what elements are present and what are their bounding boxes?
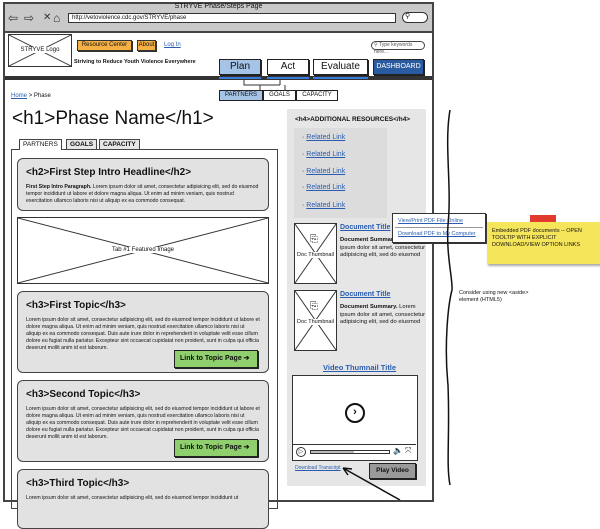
subnav-connector — [243, 79, 286, 90]
fullscreen-icon[interactable]: ⤧ — [405, 446, 412, 455]
featured-image: Tab #1 Featured Image — [17, 217, 269, 284]
stop-icon[interactable]: ✕ — [43, 12, 52, 23]
doc-thumbnail[interactable]: ⎘ Doc Thumbnail — [294, 223, 337, 284]
topic-link-button[interactable]: Link to Topic Page ➔ — [174, 439, 258, 457]
search-icon: ⚲ — [374, 42, 378, 48]
doc-thumbnail-label: Doc Thumbnail — [296, 319, 335, 325]
video-progress-bar[interactable] — [310, 450, 390, 454]
topic-text: Lorem ipsum dolor sit amet, consectetur … — [26, 406, 260, 440]
doc-title-link[interactable]: Document Title — [340, 224, 391, 231]
topic-heading: <h3>Second Topic</h3> — [26, 389, 141, 400]
intro-heading: <h2>First Step Intro Headline</h2> — [26, 167, 192, 178]
subtab-partners[interactable]: PARTNERS — [219, 90, 263, 101]
topic-heading: <h3>Third Topic</h3> — [26, 478, 130, 489]
back-icon[interactable]: ⇦ — [8, 11, 19, 25]
doc-summary: Document Summary. Lorem ipsum dolor sit … — [340, 304, 426, 325]
page-title: <h1>Phase Name</h1> — [12, 108, 214, 129]
nav-underline — [219, 77, 261, 79]
tab-goals[interactable]: GOALS — [66, 139, 98, 150]
home-icon[interactable]: ⌂ — [53, 11, 61, 25]
window-title: STRYVE Phase/Steps Page — [174, 3, 263, 10]
about-button[interactable]: About — [137, 40, 156, 51]
doc-thumbnail[interactable]: ⎘ Doc Thumbnail — [294, 290, 337, 351]
topic-card: <h3>Third Topic</h3> Lorem ipsum dolor s… — [17, 469, 269, 529]
related-link[interactable]: · Related Link — [302, 184, 346, 191]
related-link[interactable]: · Related Link — [302, 202, 346, 209]
related-link[interactable]: · Related Link — [302, 134, 346, 141]
play-video-button[interactable]: Play Video — [369, 463, 416, 479]
video-controls — [293, 444, 416, 460]
pdf-icon: ⎘ — [310, 301, 318, 312]
intro-card: <h2>First Step Intro Headline</h2> First… — [17, 158, 269, 211]
site-search-input[interactable]: ⚲ Type keywords here... — [371, 41, 425, 55]
search-placeholder: Type keywords here... — [374, 42, 413, 55]
search-icon: ⚲ — [405, 13, 411, 20]
doc-thumbnail-label: Doc Thumbnail — [296, 252, 335, 258]
annotation-brace-and-arrow — [342, 109, 453, 500]
topic-heading: <h3>First Topic</h3> — [26, 300, 126, 311]
sticky-note: Embedded PDF documents -- OPEN TOOLTIP W… — [487, 222, 600, 264]
breadcrumb: Home > Phase — [11, 93, 51, 99]
volume-icon[interactable]: 🔈 — [393, 446, 403, 455]
sidebar-heading: <h4>ADDITIONAL RESOURCES</h4> — [295, 116, 411, 123]
nav-act[interactable]: Act — [267, 59, 309, 75]
play-icon[interactable]: ▷ — [296, 447, 306, 457]
featured-image-label: Tab #1 Featured Image — [110, 247, 176, 253]
nav-plan[interactable]: Plan — [219, 59, 261, 75]
video-player[interactable]: › ▷ 🔈 ⤧ — [292, 375, 418, 461]
play-overlay-icon[interactable]: › — [345, 403, 365, 423]
forward-icon[interactable]: ⇨ — [24, 11, 35, 25]
related-link[interactable]: · Related Link — [302, 151, 346, 158]
breadcrumb-current: Phase — [33, 93, 51, 99]
tab-capacity[interactable]: CAPACITY — [99, 139, 140, 150]
doc-title-link[interactable]: Document Title — [340, 291, 391, 298]
tagline: Striving to Reduce Youth Violence Everyw… — [74, 59, 196, 65]
sticky-tape — [530, 215, 556, 222]
nav-dashboard[interactable]: DASHBOARD — [373, 59, 424, 75]
video-title-link[interactable]: Video Thumnail Title — [323, 363, 397, 372]
topic-text: Lorem ipsum dolor sit amet, consectetur … — [26, 317, 260, 351]
login-link[interactable]: Log In — [164, 42, 181, 48]
nav-underline — [267, 77, 309, 79]
nav-underline — [313, 77, 368, 79]
pdf-tooltip: View/Print PDF File Online Download PDF … — [392, 213, 486, 243]
subtab-capacity[interactable]: CAPACITY — [296, 90, 338, 101]
tab-partners[interactable]: PARTNERS — [19, 139, 62, 150]
breadcrumb-home[interactable]: Home — [11, 93, 28, 99]
intro-paragraph: First Step Intro Paragraph. Lorem ipsum … — [26, 184, 260, 205]
topic-card: <h3>First Topic</h3> Lorem ipsum dolor s… — [17, 291, 269, 373]
nav-evaluate[interactable]: Evaluate — [313, 59, 368, 75]
url-bar[interactable]: http://vetoviolence.cdc.gov/STRYVE/phase — [68, 13, 396, 23]
logo[interactable]: STRYVE Logo — [8, 34, 72, 67]
browser-search[interactable]: ⚲ — [402, 12, 428, 23]
resource-center-button[interactable]: Resource Center — [77, 40, 132, 51]
intro-text: Lorem ipsum dolor sit amet, consectetur … — [26, 184, 259, 204]
subtab-goals[interactable]: GOALS — [263, 90, 296, 101]
related-links-box — [294, 128, 387, 218]
intro-lead: First Step Intro Paragraph. — [26, 184, 92, 190]
aside-note: Consider using new <aside> element (HTML… — [459, 290, 529, 303]
download-transcript-link[interactable]: Download Transcript — [295, 465, 341, 471]
nav-bar-divider — [5, 76, 432, 80]
topic-link-button[interactable]: Link to Topic Page ➔ — [174, 350, 258, 368]
view-pdf-link[interactable]: View/Print PDF File Online — [398, 218, 464, 224]
topic-card: <h3>Second Topic</h3> Lorem ipsum dolor … — [17, 380, 269, 462]
topic-text: Lorem ipsum dolor sit amet, consectetur … — [26, 495, 239, 501]
pdf-icon: ⎘ — [310, 234, 318, 245]
breadcrumb-separator: > — [28, 93, 33, 99]
logo-label: STRYVE Logo — [19, 47, 61, 53]
related-link[interactable]: · Related Link — [302, 168, 346, 175]
download-pdf-link[interactable]: Download PDF to My Computer — [398, 231, 476, 237]
